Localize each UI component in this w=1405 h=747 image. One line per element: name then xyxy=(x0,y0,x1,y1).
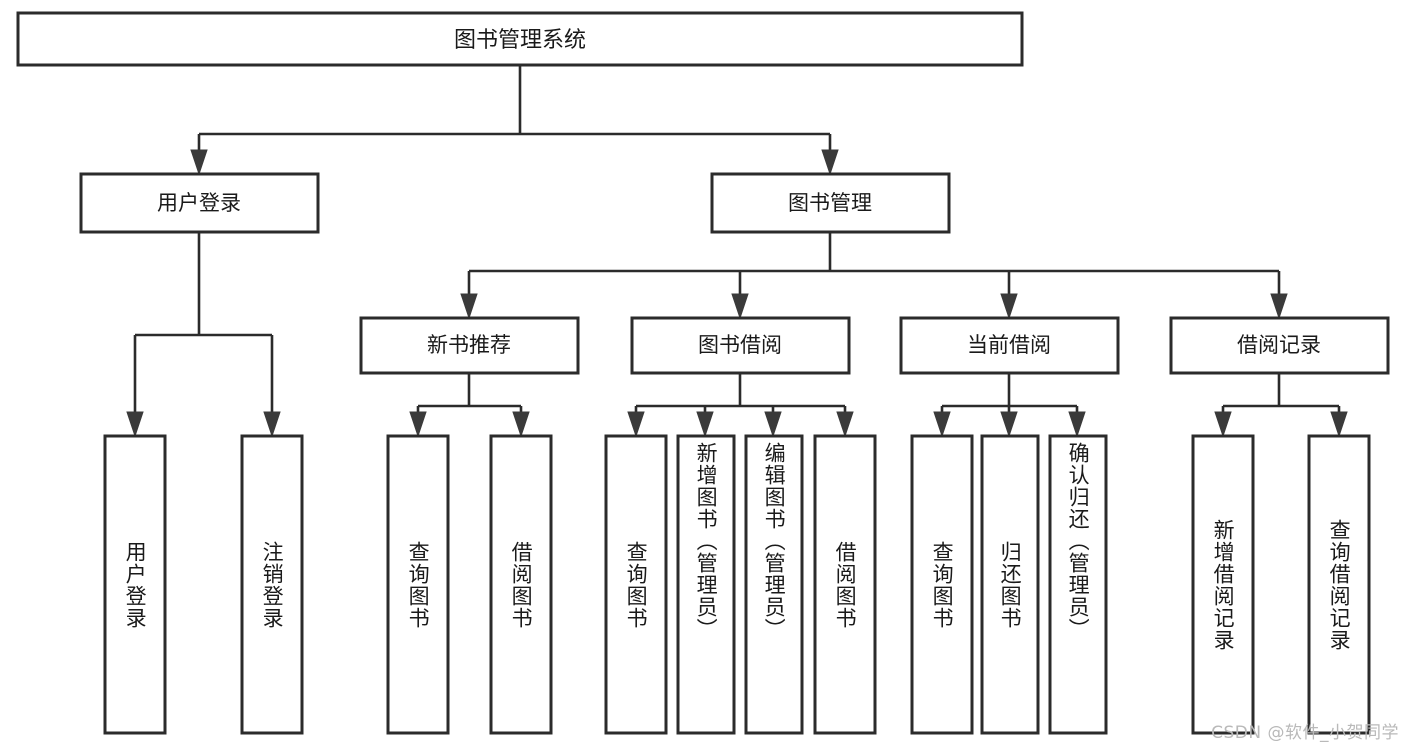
node-book-borrow-label: 图书借阅 xyxy=(698,333,782,357)
arrowhead-leaf-logout-login xyxy=(263,411,281,438)
node-user-login-label: 用户登录 xyxy=(157,191,241,215)
arrowhead-leaf-user-login xyxy=(126,411,144,438)
node-borrow-record[interactable]: 借阅记录 xyxy=(1169,316,1390,375)
node-new-book-recommend-label: 新书推荐 xyxy=(427,333,511,357)
arrowhead-leaf-add-borrow-record xyxy=(1214,411,1232,438)
leaf-box-confirm-return-admin[interactable] xyxy=(1048,434,1108,735)
leaf-box-query-book-3[interactable] xyxy=(910,434,974,735)
arrowhead-leaf-query-book-1 xyxy=(409,411,427,438)
node-book-management[interactable]: 图书管理 xyxy=(710,172,951,234)
connectors xyxy=(126,65,1348,438)
arrowhead-leaf-query-book-2 xyxy=(627,411,645,438)
arrowhead-new-book-recommend xyxy=(460,293,478,320)
arrowhead-leaf-borrow-book-2 xyxy=(836,411,854,438)
leaf-box-logout-login[interactable] xyxy=(240,434,304,735)
leaf-box-query-book-2[interactable] xyxy=(604,434,668,735)
node-current-borrow-box[interactable] xyxy=(899,316,1120,375)
node-user-login[interactable]: 用户登录 xyxy=(79,172,320,234)
arrowhead-leaf-borrow-book-1 xyxy=(512,411,530,438)
leaf-box-borrow-book-1[interactable] xyxy=(489,434,553,735)
arrowhead-leaf-return-book xyxy=(1000,411,1018,438)
node-root-box[interactable] xyxy=(16,11,1024,67)
arrowhead-current-borrow xyxy=(1000,293,1018,320)
csdn-watermark: CSDN @软件_小贺同学 xyxy=(1211,723,1399,743)
arrowhead-book-borrow xyxy=(731,293,749,320)
arrowhead-leaf-edit-book-admin xyxy=(764,411,782,438)
leaf-box-query-borrow-record[interactable] xyxy=(1307,434,1371,735)
node-book-management-label: 图书管理 xyxy=(788,191,872,215)
arrowhead-leaf-add-book-admin xyxy=(696,411,714,438)
leaf-box-return-book[interactable] xyxy=(980,434,1040,735)
leaf-box-edit-book-admin[interactable] xyxy=(744,434,804,735)
node-root[interactable]: 图书管理系统 xyxy=(16,11,1024,67)
arrowhead-user-login xyxy=(190,149,208,176)
node-root-label: 图书管理系统 xyxy=(454,28,586,53)
arrowhead-borrow-record xyxy=(1270,293,1288,320)
node-book-management-box[interactable] xyxy=(710,172,951,234)
arrowhead-leaf-confirm-return-admin xyxy=(1068,411,1086,438)
node-new-book-recommend-box[interactable] xyxy=(359,316,580,375)
leaf-box-add-borrow-record[interactable] xyxy=(1191,434,1255,735)
leaf-boxes xyxy=(103,434,1371,735)
arrowhead-leaf-query-book-3 xyxy=(933,411,951,438)
node-current-borrow[interactable]: 当前借阅 xyxy=(899,316,1120,375)
leaf-box-user-login[interactable] xyxy=(103,434,167,735)
arrowhead-book-management xyxy=(821,149,839,176)
node-current-borrow-label: 当前借阅 xyxy=(967,333,1051,357)
node-new-book-recommend[interactable]: 新书推荐 xyxy=(359,316,580,375)
node-borrow-record-box[interactable] xyxy=(1169,316,1390,375)
node-borrow-record-label: 借阅记录 xyxy=(1237,333,1321,357)
node-user-login-box[interactable] xyxy=(79,172,320,234)
leaf-box-add-book-admin[interactable] xyxy=(676,434,736,735)
node-book-borrow[interactable]: 图书借阅 xyxy=(630,316,851,375)
arrowhead-leaf-query-borrow-record xyxy=(1330,411,1348,438)
leaf-box-borrow-book-2[interactable] xyxy=(813,434,877,735)
leaf-box-query-book-1[interactable] xyxy=(386,434,450,735)
node-book-borrow-box[interactable] xyxy=(630,316,851,375)
